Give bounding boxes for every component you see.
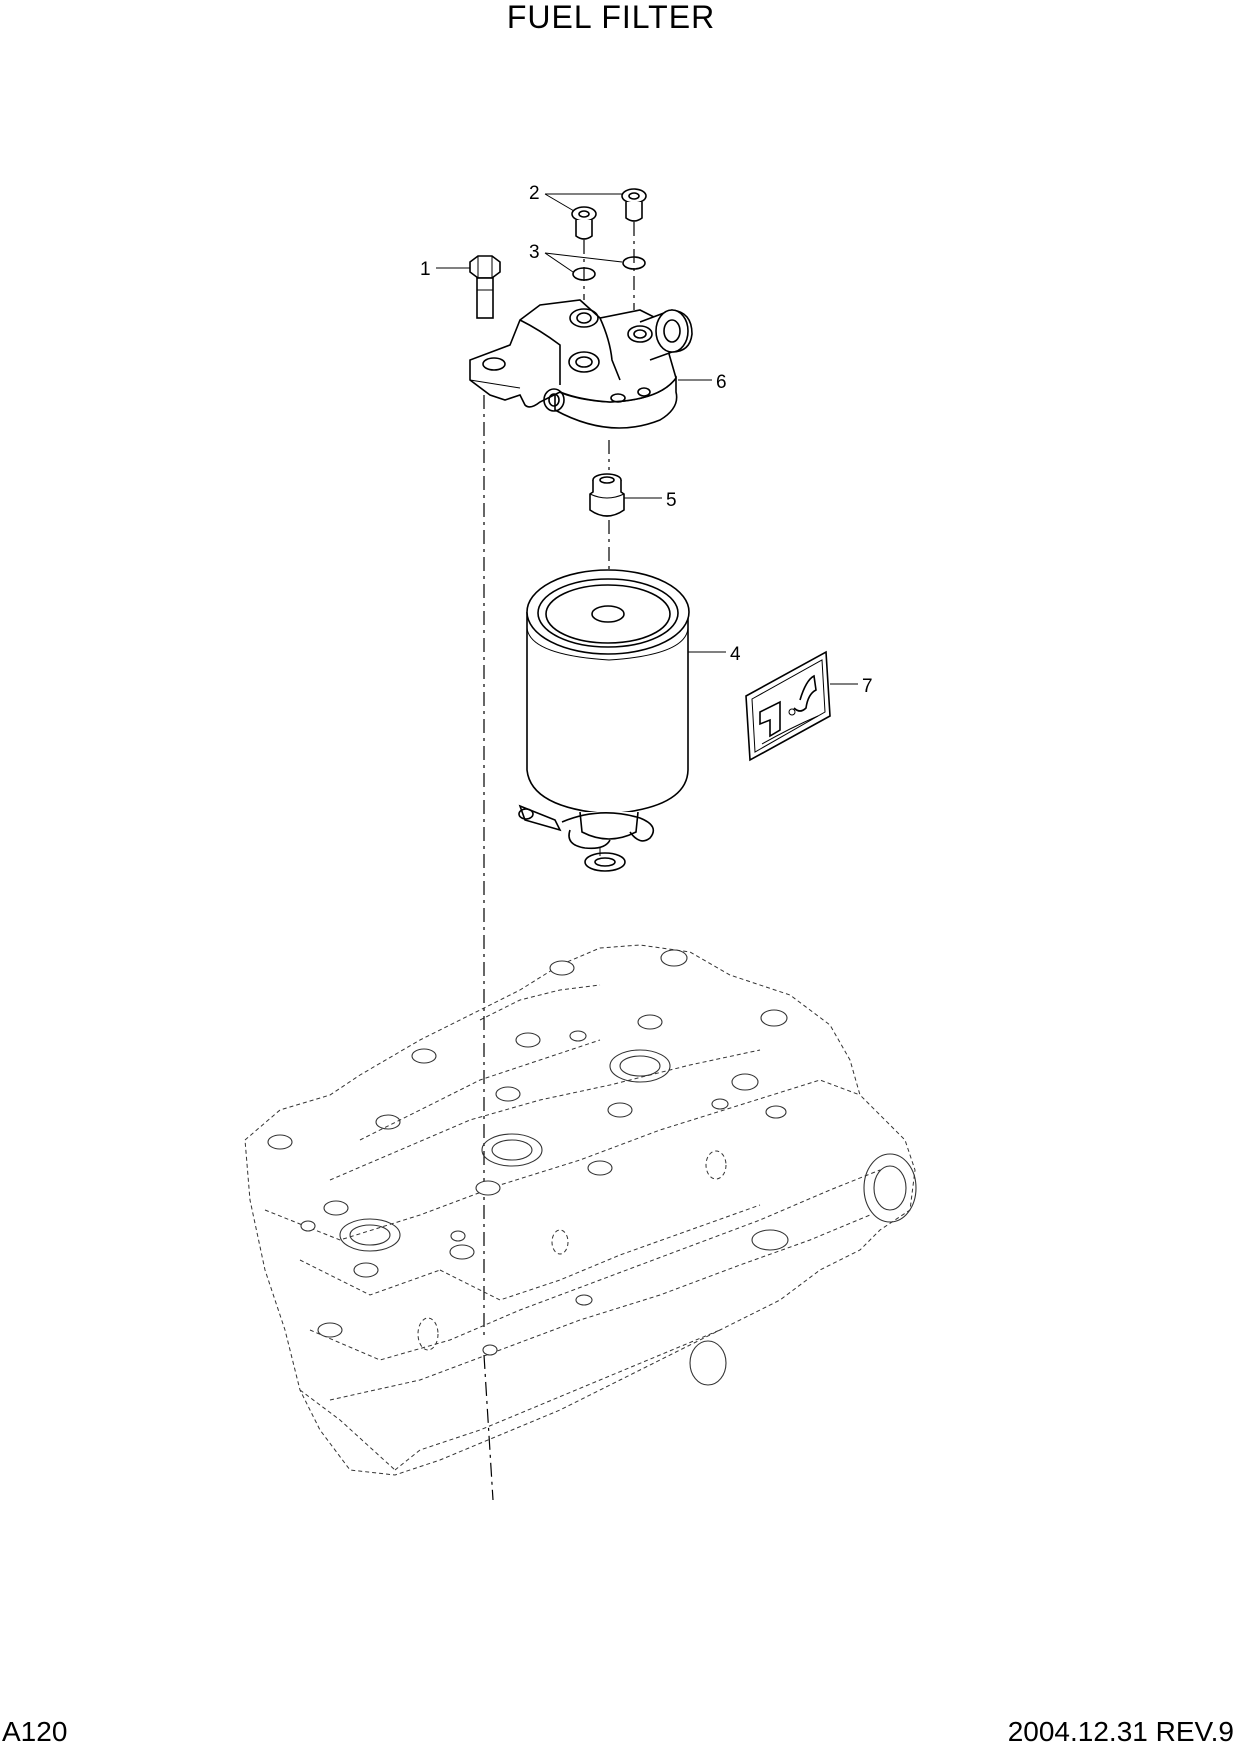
callout-5: 5 [666,490,677,511]
bolt-part[interactable] [469,255,501,319]
o-ring-left[interactable] [572,267,596,281]
callout-4: 4 [730,644,741,665]
leader-2a [544,193,575,212]
callout-3: 3 [529,242,540,263]
callout-7: 7 [862,676,873,697]
plug-part-right[interactable] [621,188,647,222]
plug-part-left[interactable] [571,206,597,240]
revision-label: 2004.12.31 REV.9 [1007,1716,1234,1747]
page-title: FUEL FILTER [506,0,716,35]
decal-part[interactable] [745,650,831,762]
callout-1: 1 [420,259,431,280]
o-ring-right[interactable] [622,256,646,270]
leader-3b [544,252,623,263]
callout-6: 6 [716,372,727,393]
filter-head-part[interactable] [469,299,693,429]
leader-3a [544,252,574,273]
engine-head-phantom [244,944,917,1476]
callout-2: 2 [529,183,540,204]
filter-cartridge-part[interactable] [518,569,690,872]
adapter-part[interactable] [589,473,625,517]
page-code: A120 [2,1716,68,1747]
